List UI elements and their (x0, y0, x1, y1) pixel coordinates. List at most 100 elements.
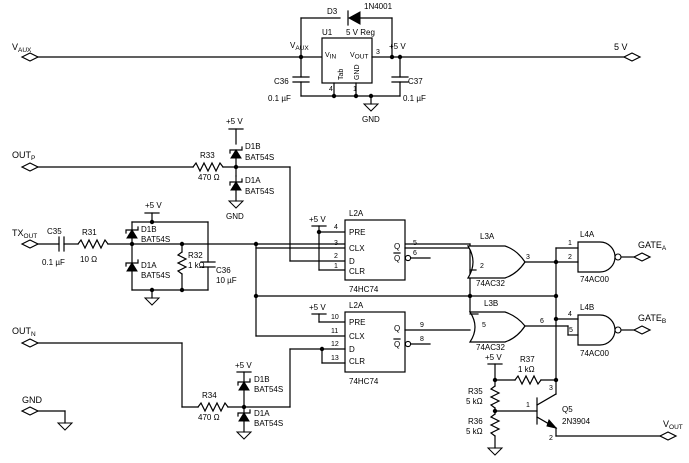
outp-label: OUTP (12, 150, 35, 162)
u1-pin3: 3 (376, 49, 380, 56)
l4a-ref: L4A (580, 230, 595, 239)
five-v-output-connector[interactable] (622, 52, 642, 62)
l3b-ref: L3B (484, 299, 498, 308)
r33-value: 470 Ω (198, 173, 220, 182)
plus5v-l2a-bot: +5 V (309, 303, 326, 312)
l2a-bot-clr: CLR (349, 357, 365, 366)
d3-ref: D3 (327, 7, 338, 16)
gnd-left-label: GND (22, 395, 43, 405)
l2a-bot-qbar-bubble (404, 340, 412, 348)
l4a-nand-gate (577, 241, 616, 273)
u1-pin4: 4 (329, 86, 333, 93)
r36-ref: R36 (468, 417, 483, 426)
l3a-part: 74AC32 (476, 279, 505, 288)
plus5v-l2a-top: +5 V (309, 215, 326, 224)
l4b-ref: L4B (580, 303, 594, 312)
outn-connector[interactable] (20, 338, 40, 348)
r37-resistor (514, 374, 542, 386)
q5-pin1: 1 (526, 402, 530, 409)
txout-section: TXOUT C35 0.1 µF R31 10 Ω +5 V D1B BAT54… (12, 201, 557, 337)
l2a-top-qbar-bubble (404, 254, 412, 262)
r37-value: 1 kΩ (518, 365, 535, 374)
d1a-tx-part: BAT54S (141, 271, 170, 280)
d1b-top-schottky-bar (229, 146, 243, 154)
l4a-pin1: 1 (568, 240, 572, 247)
d1b-top-part: BAT54S (245, 153, 274, 162)
r35-ref: R35 (468, 387, 483, 396)
gateb-connector[interactable] (632, 325, 652, 335)
l3a-pin2: 2 (480, 263, 484, 270)
d1a-bot-diode-icon (238, 412, 250, 422)
l4b-part: 74AC00 (580, 349, 609, 358)
c35-ref: C35 (47, 227, 62, 236)
l2a-bot-pre: PRE (349, 318, 365, 327)
junction-tx-plus (149, 219, 155, 225)
l2a-top-q: Q (394, 242, 400, 251)
vout-label: VOUT (663, 419, 683, 431)
nand-gates: L4A GATEA 1 2 74AC00 L4B GATEB 4 5 74AC0… (553, 230, 667, 381)
l4b-pin5: 5 (569, 327, 573, 334)
plus5v-reg-label: +5 V (389, 42, 406, 51)
r31-value: 10 Ω (80, 255, 97, 264)
vout-connector[interactable] (658, 431, 678, 441)
txout-connector[interactable] (20, 239, 40, 249)
u1-part: 5 V Reg (346, 28, 375, 37)
l2a-top-pin5: 5 (413, 240, 417, 247)
gateb-label: GATEB (638, 313, 666, 325)
l2a-bot-part: 74HC74 (349, 377, 379, 386)
gnd-d1a-label: GND (226, 212, 244, 221)
junction-5v-a (389, 54, 395, 60)
l4b-pin4: 4 (568, 311, 572, 318)
r34-ref: R34 (202, 391, 217, 400)
c36-mid-value: 10 µF (216, 276, 237, 285)
junction-gnd-a (331, 93, 337, 99)
d1b-top-ref: D1B (245, 142, 261, 151)
ground-icon-reg (362, 103, 380, 112)
junction-enable-a (553, 259, 559, 265)
r37-ref: R37 (520, 355, 535, 364)
d1a-top-ref: D1A (245, 176, 261, 185)
l3a-ref: L3A (480, 232, 495, 241)
l2a-bot-ref: L2A (349, 301, 364, 310)
d3-part: 1N4001 (364, 2, 393, 11)
vaux-input-connector[interactable] (20, 52, 40, 62)
l2a-top-pin1: 1 (334, 263, 338, 270)
l2a-top-clx: CLX (349, 244, 365, 253)
c36-top-value: 0.1 µF (268, 94, 291, 103)
l2a-bot-qbar: Q (394, 340, 400, 349)
l2a-bot-pin11: 11 (331, 328, 338, 335)
junction-l2a-bot-clr (319, 346, 325, 352)
gatea-connector[interactable] (632, 252, 652, 262)
d1b-tx-diode-icon (126, 229, 138, 239)
l2a-bot-pin8: 8 (420, 336, 424, 343)
flip-flop-bottom: +5 V L2A 74HC74 PRE CLX D CLR Q Q 10 11 … (309, 301, 471, 386)
l2a-bot-q: Q (394, 324, 400, 333)
u1-tab: Tab (338, 69, 345, 80)
l2a-bot-clx: CLX (349, 332, 365, 341)
d1a-bot-part: BAT54S (254, 419, 283, 428)
d1b-bot-schottky-bar (237, 378, 251, 386)
d1b-bot-part: BAT54S (254, 385, 283, 394)
r34-value: 470 Ω (198, 413, 220, 422)
q5-emitter-arrow (546, 419, 558, 429)
gnd-left-connector[interactable] (20, 406, 40, 416)
outp-connector[interactable] (20, 162, 40, 172)
flip-flop-top: +5 V L2A 74HC74 PRE CLX D CLR Q Q 4 3 2 … (255, 209, 471, 294)
d1a-bot-ref: D1A (254, 409, 270, 418)
vaux-label: VAUX (12, 42, 32, 54)
u1-vin: VIN (325, 52, 336, 61)
l2a-bot-pin10: 10 (331, 314, 339, 321)
d1b-top-diode-icon (230, 149, 242, 159)
ground-icon-tx (143, 297, 161, 306)
l2a-top-pin4: 4 (334, 224, 338, 231)
c36-mid-ref: C36 (216, 266, 231, 275)
u1-ref: U1 (322, 28, 333, 37)
plus5v-d1b-bot: +5 V (235, 361, 252, 370)
q5-pin3: 3 (549, 385, 553, 392)
r36-resistor (489, 413, 501, 437)
r35-resistor (489, 385, 501, 409)
l2a-top-pre: PRE (349, 228, 365, 237)
d1b-tx-part: BAT54S (141, 235, 170, 244)
ground-icon-r36 (486, 447, 504, 456)
